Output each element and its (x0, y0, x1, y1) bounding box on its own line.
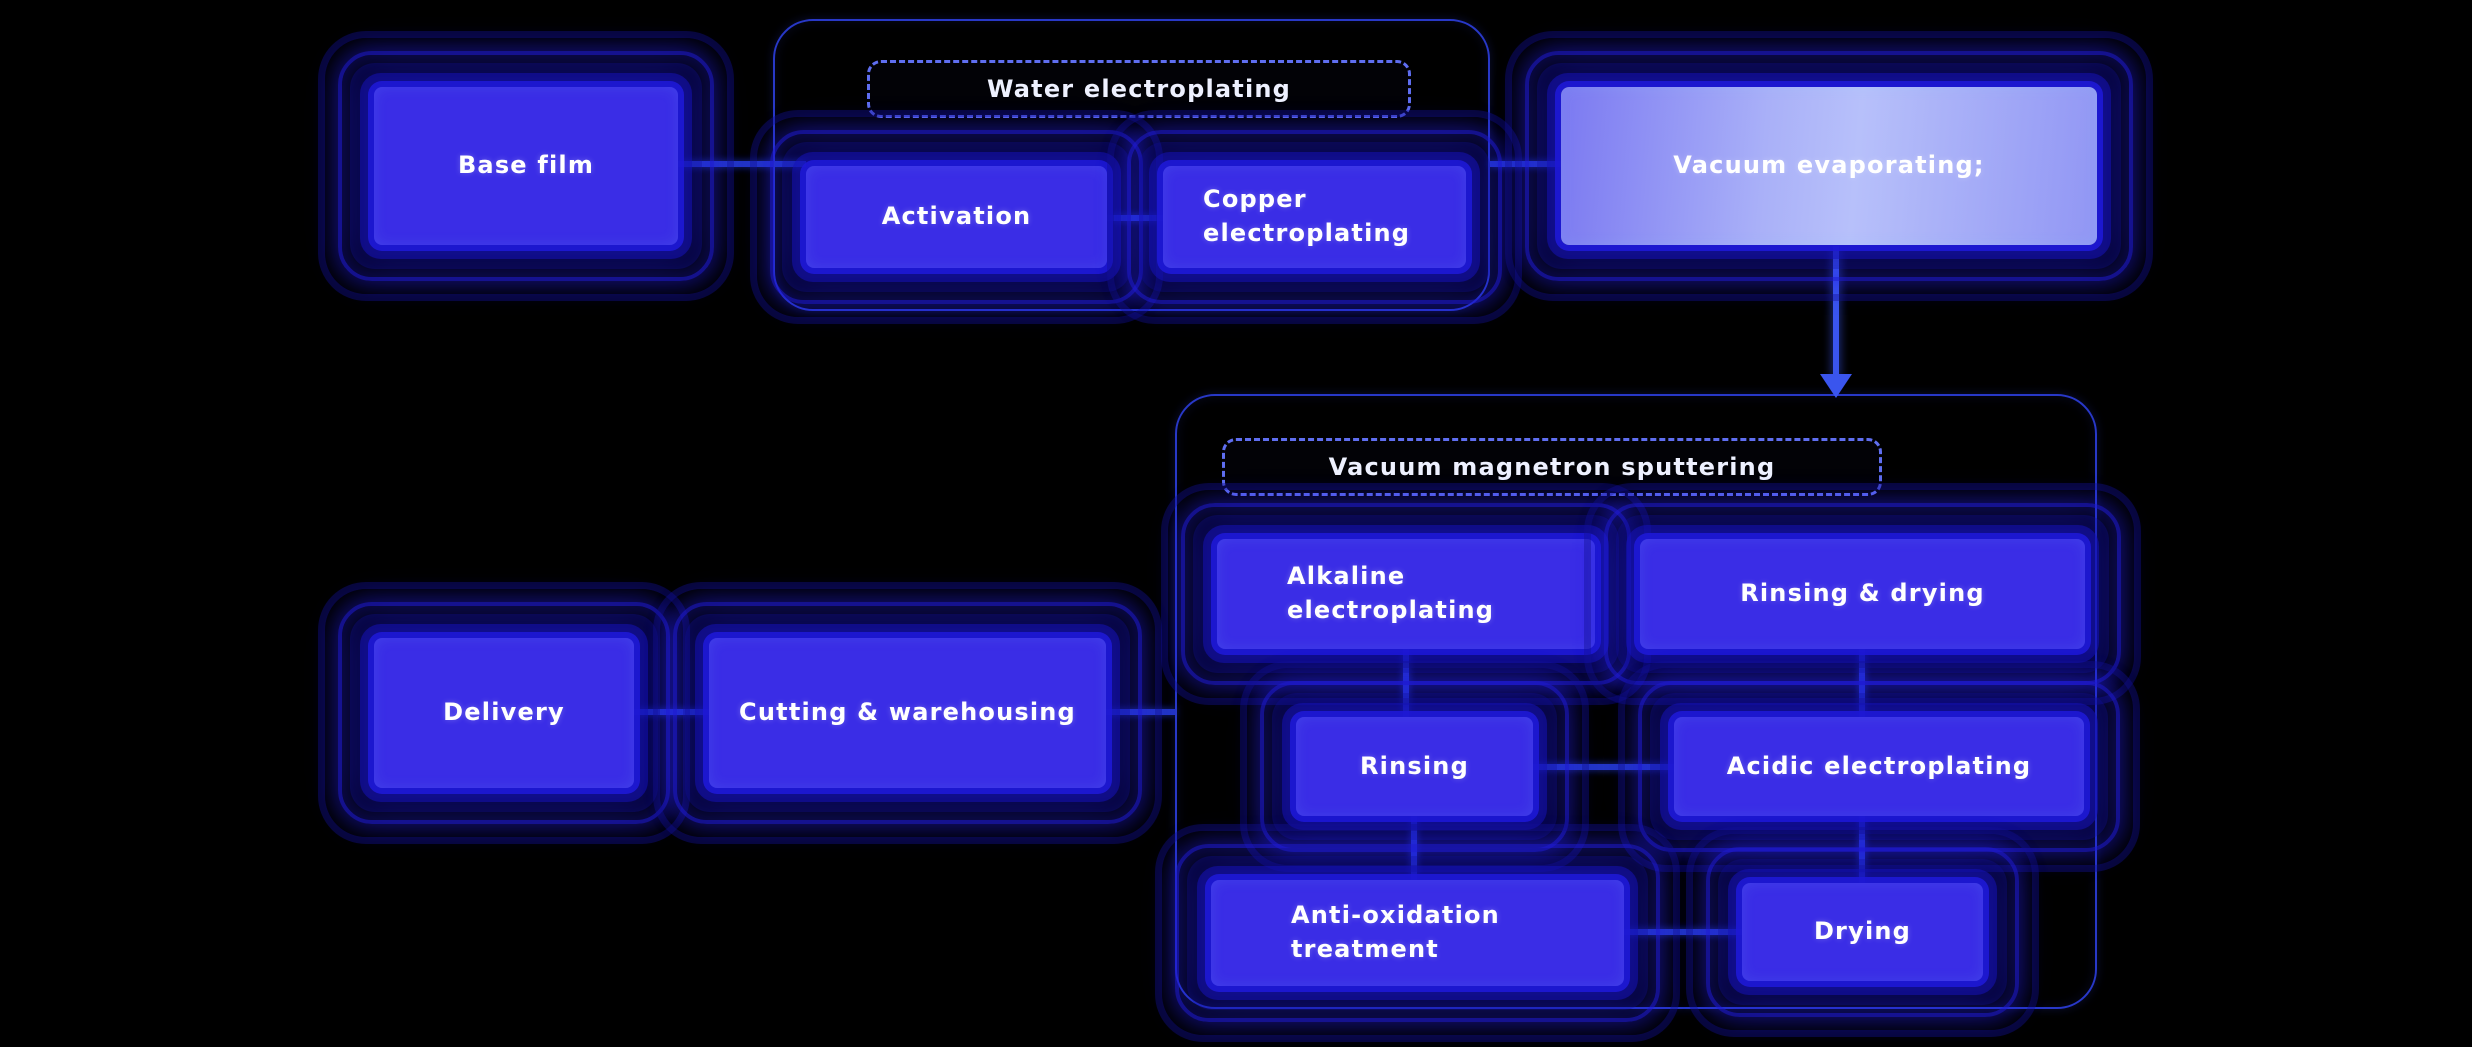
connector-acidic-drying (1859, 816, 1865, 883)
node-cutting-warehousing: Cutting & warehousing (653, 582, 1162, 844)
group-bottom-label-text: Vacuum magnetron sputtering (1328, 453, 1776, 481)
connector-group-vacuum (1490, 161, 1561, 167)
node-anti-oxidation-treatment-label: Anti-oxidation treatment (1291, 901, 1500, 963)
node-rinsing-label: Rinsing (1360, 751, 1469, 780)
arrow-down-icon (1820, 374, 1852, 398)
connector-alkaline-rinsing (1403, 649, 1409, 717)
node-rinsing-drying-label: Rinsing & drying (1740, 579, 1985, 608)
node-alkaline-electroplating: Alkaline electroplating (1161, 483, 1651, 705)
group-bottom-label: Vacuum magnetron sputtering (1222, 438, 1882, 496)
node-activation: Activation (750, 110, 1163, 324)
node-copper-electroplating: Copper electroplating (1107, 110, 1522, 324)
connector-activation-copper (1107, 215, 1163, 221)
connector-antioxidation-drying (1624, 929, 1742, 935)
node-cutting-warehousing-label: Cutting & warehousing (739, 698, 1076, 727)
node-copper-electroplating-label: Copper electroplating (1203, 185, 1411, 247)
node-acidic-electroplating-label: Acidic electroplating (1726, 751, 2032, 780)
node-rinsing: Rinsing (1240, 661, 1589, 872)
node-rinsing-drying: Rinsing & drying (1584, 483, 2141, 705)
group-top-outline (773, 19, 1490, 311)
connector-rinsing-antioxidation (1411, 816, 1417, 880)
group-top-label: Water electroplating (867, 60, 1411, 118)
node-drying: Drying (1686, 827, 2039, 1037)
connector-cutting-delivery (634, 709, 709, 715)
node-delivery-label: Delivery (443, 698, 565, 727)
flow-arrow-line (1833, 246, 1839, 378)
connector-rinsingdrying-acidic (1859, 649, 1865, 717)
connector-group-cutting (1106, 709, 1175, 715)
node-base-film: Base film (318, 31, 734, 301)
connector-basefilm-group (678, 161, 806, 167)
node-activation-label: Activation (881, 202, 1032, 231)
node-alkaline-electroplating-label: Alkaline electroplating (1287, 562, 1495, 624)
node-anti-oxidation-treatment: Anti-oxidation treatment (1155, 824, 1680, 1042)
connector-rinsing-acidic (1533, 764, 1674, 770)
node-base-film-label: Base film (457, 151, 595, 180)
node-delivery: Delivery (318, 582, 690, 844)
node-acidic-electroplating: Acidic electroplating (1618, 661, 2140, 872)
node-vacuum-evaporating: Vacuum evaporating; (1505, 31, 2153, 301)
group-top-label-text: Water electroplating (986, 75, 1292, 103)
group-bottom-outline (1175, 394, 2097, 1009)
node-drying-label: Drying (1813, 917, 1912, 946)
node-vacuum-evaporating-label: Vacuum evaporating; (1673, 151, 1985, 180)
